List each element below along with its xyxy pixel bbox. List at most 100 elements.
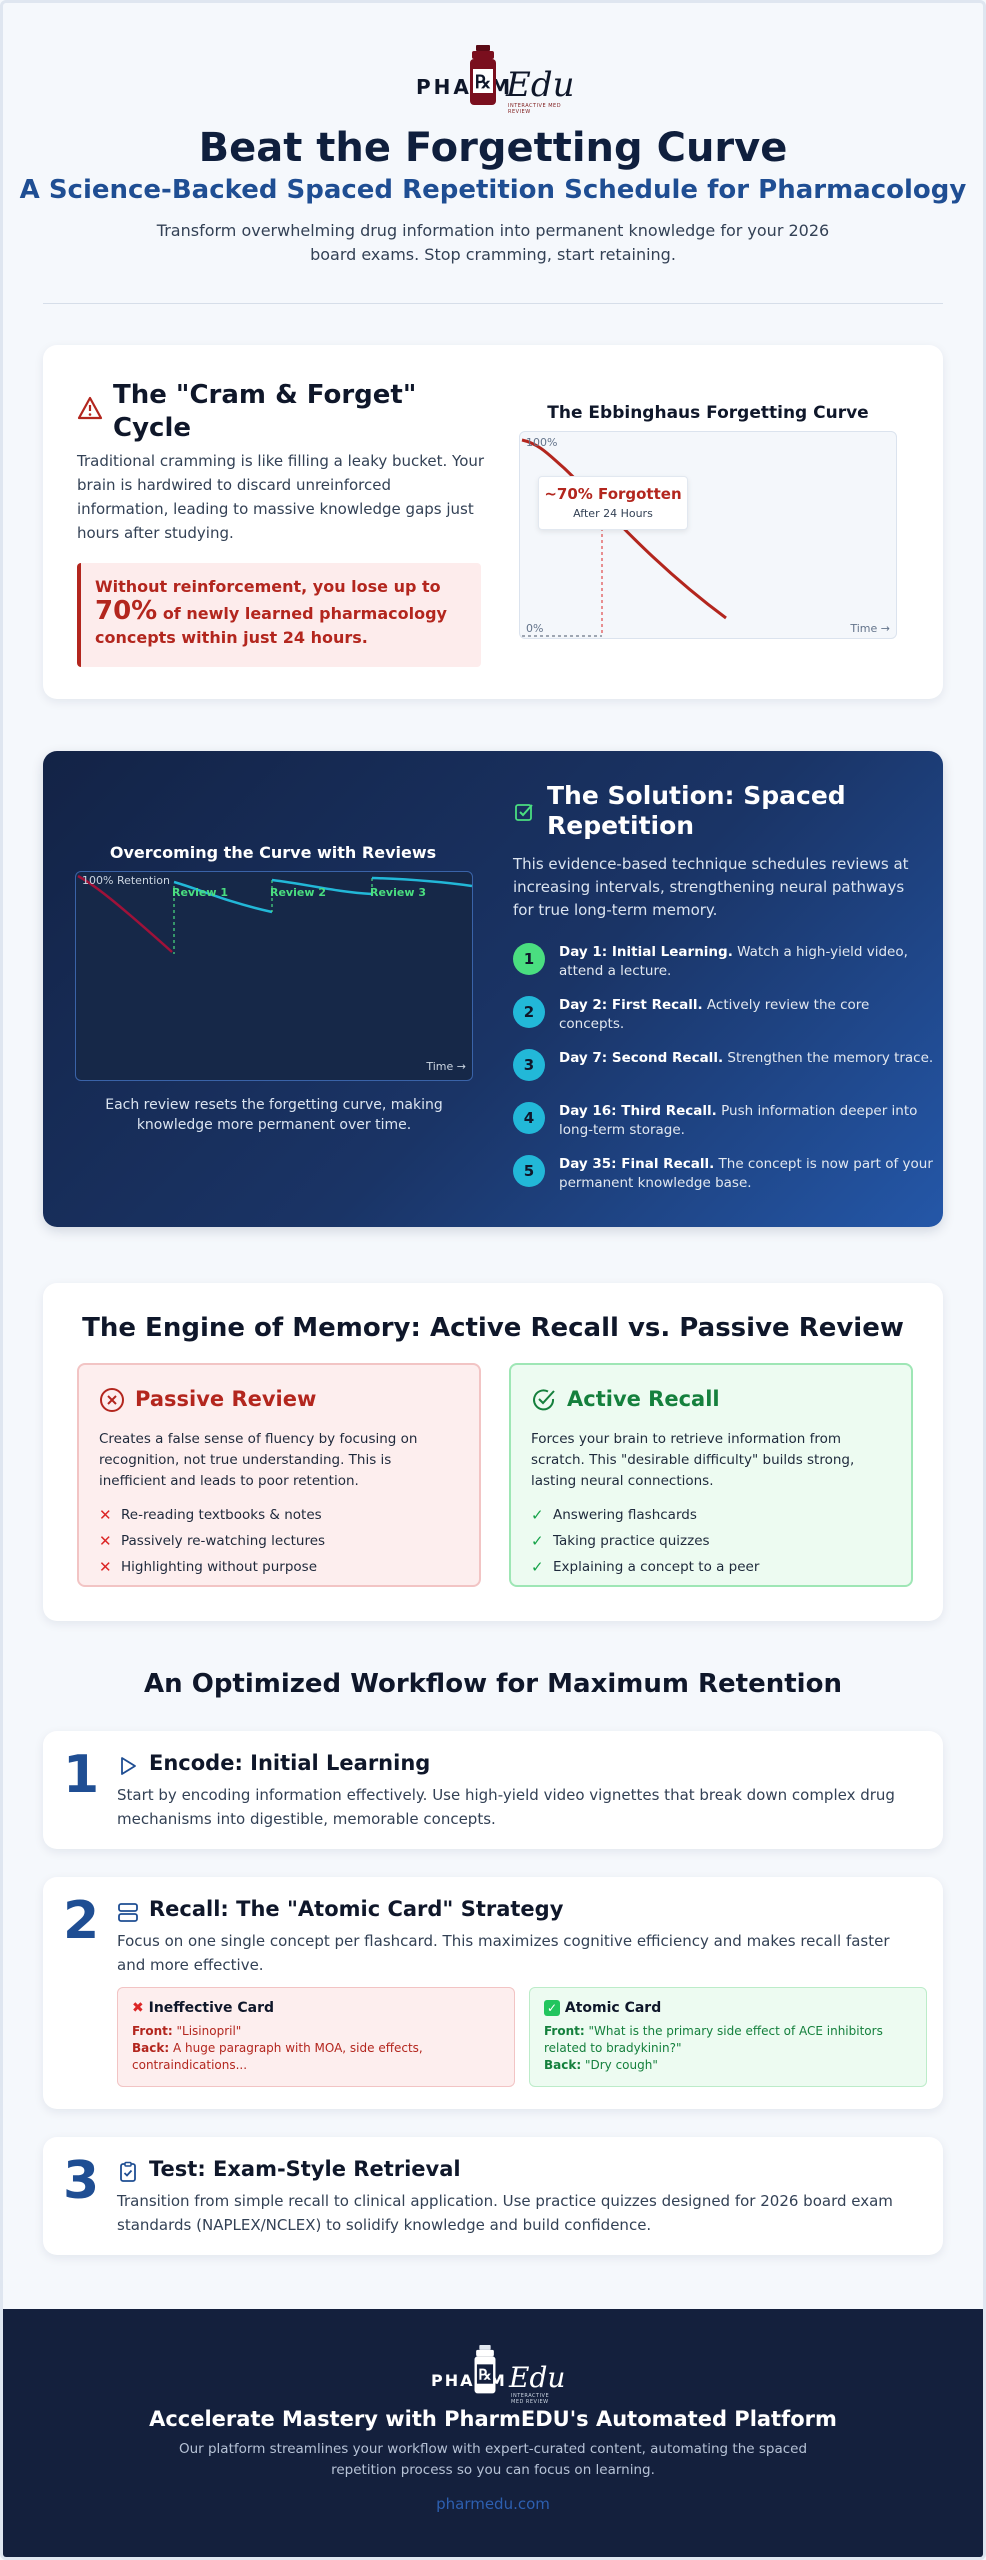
step-text: Day 2: First Recall. Actively review the… (559, 997, 870, 1032)
play-icon (121, 1757, 136, 1775)
review-curve-svg (77, 874, 473, 954)
clipboard-check-icon (120, 2161, 136, 2182)
check-box-icon: ✓ (544, 2000, 560, 2016)
list-item: ✓Taking practice quizzes (531, 1528, 891, 1554)
check-icon: ✓ (531, 1506, 544, 1524)
review-curve-1 (173, 880, 273, 914)
retention-alert: Without reinforcement, you lose up to 70… (77, 563, 481, 667)
ineffective-card-example: ✖ Ineffective Card Front: "Lisinopril" B… (117, 1987, 515, 2087)
list-item: ✕Passively re-watching lectures (99, 1528, 459, 1554)
callout-value: ~70% Forgotten (544, 485, 682, 503)
cram-section: The "Cram & Forget" Cycle Traditional cr… (43, 345, 943, 699)
schedule-steps: 1 Day 1: Initial Learning. Watch a high-… (513, 943, 933, 1208)
step-title: Recall: The "Atomic Card" Strategy (149, 1897, 564, 1921)
forgetting-curve-chart: 100% 0% Time → ~70% Forgotten After 24 H… (519, 431, 897, 639)
review-3-label: Review 3 (370, 886, 426, 899)
step-number: 3 (63, 2151, 100, 2211)
review-chart-caption: Each review resets the forgetting curve,… (105, 1097, 443, 1133)
active-recall-column: Active Recall Forces your brain to retri… (509, 1363, 913, 1587)
check-icon: ✓ (531, 1558, 544, 1576)
check-square-icon (515, 804, 533, 821)
pill-bottle-icon: ℞ (470, 45, 496, 105)
alert-percentage: 70% (95, 596, 158, 626)
review-chart-title: Overcoming the Curve with Reviews (109, 843, 437, 862)
review-chart: 100% Retention Review 1 Review 2 Review … (75, 871, 473, 1081)
y-label-top: 100% (526, 436, 558, 449)
step-text: Day 35: Final Recall. The concept is now… (559, 1156, 933, 1191)
brand-logo: PHARM ℞ Edu INTERACTIVE MED REVIEW (416, 45, 576, 115)
step-number: 1 (63, 1745, 100, 1805)
good-card-title: Atomic Card (564, 2000, 662, 2016)
schedule-step: 5 Day 35: Final Recall. The concept is n… (513, 1155, 933, 1208)
step-text: Day 16: Third Recall. Push information d… (559, 1103, 918, 1138)
solution-section: Overcoming the Curve with Reviews 100% R… (43, 751, 943, 1227)
active-title: Active Recall (567, 1387, 720, 1411)
step-number: 4 (513, 1102, 545, 1134)
initial-decay-line (77, 874, 173, 953)
alert-post: of newly learned pharmacology concepts w… (95, 604, 447, 647)
logo-tagline: INTERACTIVE MED REVIEW (508, 103, 562, 115)
footer-text: Our platform streamlines your workflow w… (178, 2441, 808, 2478)
step-text: Transition from simple recall to clinica… (117, 2192, 893, 2234)
cram-text: Traditional cramming is like filling a l… (77, 452, 485, 542)
forgotten-callout: ~70% Forgotten After 24 Hours (538, 476, 688, 530)
check-icon: ✓ (531, 1532, 544, 1550)
passive-title: Passive Review (135, 1387, 317, 1411)
list-item: ✓Answering flashcards (531, 1502, 891, 1528)
x-icon: ✕ (99, 1506, 112, 1524)
x-icon: ✖ (132, 2000, 144, 2016)
step-text: Day 1: Initial Learning. Watch a high-yi… (559, 944, 908, 979)
review-curve-3 (371, 876, 473, 888)
forgetting-curve-title: The Ebbinghaus Forgetting Curve (547, 403, 869, 423)
step-text: Day 7: Second Recall. Strengthen the mem… (559, 1050, 934, 1066)
step-number: 5 (513, 1155, 545, 1187)
footer-title: Accelerate Mastery with PharmEDU's Autom… (149, 2407, 837, 2431)
list-item: ✓Explaining a concept to a peer (531, 1554, 891, 1580)
list-item: ✕Re-reading textbooks & notes (99, 1502, 459, 1528)
forgetting-curve-svg (521, 438, 727, 637)
logo-tagline: INTERACTIVE MED REVIEW (511, 2393, 550, 2405)
website-link[interactable]: pharmedu.com (436, 2495, 550, 2513)
page-title: Beat the Forgetting Curve (198, 125, 788, 171)
footer-logo: PHARM ℞ Edu INTERACTIVE MED REVIEW (431, 2345, 565, 2405)
atomic-card-example: ✓ Atomic Card Front: "What is the primar… (529, 1987, 927, 2087)
y-label-bottom: 0% (526, 622, 544, 635)
check-circle-icon (533, 1389, 555, 1411)
step-number: 2 (513, 996, 545, 1028)
cards-stack-icon (118, 1903, 138, 1922)
schedule-step: 3 Day 7: Second Recall. Strengthen the m… (513, 1049, 933, 1102)
logo-edu-text: Edu (509, 2361, 566, 2394)
x-label-time: Time → (426, 1060, 466, 1073)
footer: PHARM ℞ Edu INTERACTIVE MED REVIEW Accel… (3, 2309, 983, 2557)
step-number: 3 (513, 1049, 545, 1081)
engine-section: The Engine of Memory: Active Recall vs. … (43, 1283, 943, 1621)
step-text: Start by encoding information effectivel… (117, 1786, 895, 1828)
step-number: 2 (63, 1891, 100, 1951)
review-curve-2 (271, 878, 373, 896)
retention-label: 100% Retention (82, 874, 170, 887)
callout-caption: After 24 Hours (573, 507, 653, 520)
page-subtitle: A Science-Backed Spaced Repetition Sched… (19, 175, 967, 205)
step-text: Focus on one single concept per flashcar… (117, 1932, 890, 1974)
schedule-step: 2 Day 2: First Recall. Actively review t… (513, 996, 933, 1049)
cram-title: The "Cram & Forget" Cycle (113, 380, 417, 443)
active-list: ✓Answering flashcards ✓Taking practice q… (531, 1502, 891, 1580)
step-number: 1 (513, 943, 545, 975)
x-icon: ✕ (99, 1558, 112, 1576)
x-icon: ✕ (99, 1532, 112, 1550)
workflow-step-encode: 1 Encode: Initial Learning Start by enco… (43, 1731, 943, 1849)
passive-list: ✕Re-reading textbooks & notes ✕Passively… (99, 1502, 459, 1580)
passive-desc: Creates a false sense of fluency by focu… (99, 1431, 418, 1489)
svg-text:℞: ℞ (475, 72, 491, 93)
warning-icon (77, 396, 103, 420)
x-label-time: Time → (850, 622, 890, 635)
step-title: Test: Exam-Style Retrieval (149, 2157, 461, 2181)
active-desc: Forces your brain to retrieve informatio… (531, 1431, 855, 1489)
alert-pre: Without reinforcement, you lose up to (95, 577, 441, 596)
engine-title: The Engine of Memory: Active Recall vs. … (82, 1313, 904, 1343)
schedule-step: 1 Day 1: Initial Learning. Watch a high-… (513, 943, 933, 996)
workflow-title: An Optimized Workflow for Maximum Retent… (144, 1669, 842, 1699)
list-item: ✕Highlighting without purpose (99, 1554, 459, 1580)
x-circle-icon (100, 1388, 124, 1412)
